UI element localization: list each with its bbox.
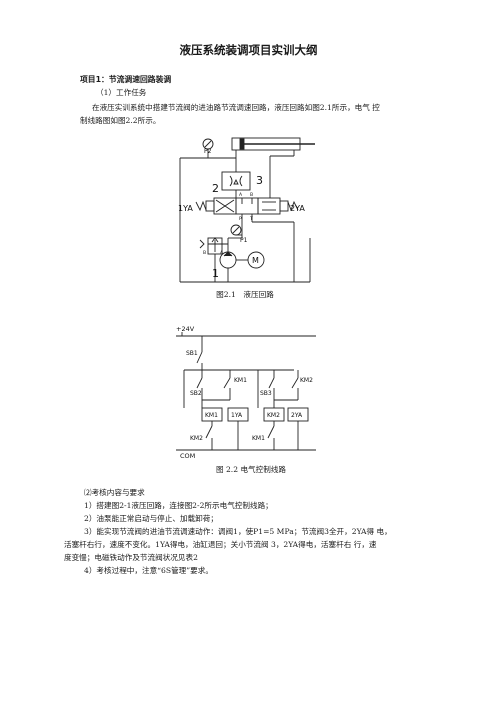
label-coil-2ya: 2YA (291, 412, 303, 419)
sb2-switch (196, 377, 203, 389)
label-p1: P1 (240, 237, 248, 244)
label-relief-b: B (203, 250, 206, 256)
assessment-item-3-line3: 度变慢；电磁铁动作及节流阀状况见表2 (64, 553, 198, 562)
dir-valve-right-position (257, 197, 281, 215)
label-solenoid-1ya: 1YA (178, 204, 193, 213)
section-heading: 项目1：节流调速回路装调 (80, 75, 172, 84)
label-coil-km1: KM1 (205, 412, 218, 419)
assessment-item-4: 4）考核过程中，注意“6S管理”要求。 (84, 566, 213, 575)
label-pump-1: 1 (212, 267, 219, 280)
task-paragraph-line1: 在液压实训系统中搭建节流阀的进油路节流调速回路，液压回路如图2.1所示，电气 控 (92, 103, 380, 112)
label-relief-a: A (220, 250, 224, 256)
label-port-b: B (250, 192, 253, 198)
km2-nc-contact (205, 425, 213, 439)
label-sb1: SB1 (186, 350, 198, 357)
hydraulic-circuit-diagram: P2 2 3 1YA 2YA A B P T P1 B A 1 M (178, 137, 315, 283)
label-port-a: A (239, 192, 243, 198)
label-sb2: SB2 (190, 390, 202, 397)
label-solenoid-2ya: 2YA (290, 204, 305, 213)
solenoid-1ya (205, 200, 215, 212)
label-valve-2: 2 (212, 182, 219, 195)
cylinder-piston (239, 138, 245, 150)
label-km2-nc: KM2 (190, 435, 203, 442)
label-km1-contact: KM1 (234, 377, 247, 384)
label-port-t: T (249, 216, 253, 222)
figure-2-2-caption: 图 2.2 电气控制线路 (215, 465, 287, 474)
assessment-item-3-line1: 3）能实现节流阀的进油节流调速动作：调阀1，使P1=5 MPa；节流阀3全开，2… (84, 527, 392, 536)
label-km2-contact: KM2 (300, 377, 313, 384)
km1-contact (223, 377, 231, 389)
assessment-item-3-line2: 活塞杆右行，速度不变化。1YA得电，油缸退回；关小节流阀 3，2YA得电，活塞杆… (64, 540, 377, 549)
sb1-switch (196, 351, 203, 364)
assessment-item-2: 2）油泵能正常启动与停止、加载卸荷； (84, 514, 218, 523)
km2-contact (291, 377, 299, 389)
label-p2: P2 (204, 148, 212, 155)
km1-nc-contact (267, 425, 275, 439)
task-paragraph-line2: 制线路图如图2.2所示。 (80, 116, 161, 125)
solenoid-2ya (279, 200, 289, 212)
document-title: 液压系统装调项目实训大纲 (179, 43, 318, 57)
sb3-switch (268, 377, 275, 389)
label-supply: +24V (176, 325, 195, 333)
assessment-item-1: 1）搭建图2-1液压回路，连接图2-2所示电气控制线路； (84, 501, 273, 510)
label-motor: M (252, 256, 259, 265)
figure-2-1-caption: 图2.1 液压回路 (216, 290, 274, 299)
label-port-p: P (239, 216, 242, 222)
label-valve-3: 3 (256, 174, 263, 187)
label-coil-1ya: 1YA (231, 412, 243, 419)
electric-control-diagram: +24V SB1 SB2 KM1 SB3 KM2 KM1 1YA KM2 2YA… (176, 325, 316, 460)
assessment-heading: ⑵考核内容与要求 (84, 488, 145, 497)
dir-valve-center-position (235, 197, 259, 215)
label-sb3: SB3 (260, 390, 272, 397)
task-heading: （1）工作任务 (96, 88, 147, 97)
label-com: COM (180, 452, 195, 460)
label-km1-nc: KM1 (252, 435, 265, 442)
electric-motor (247, 251, 265, 269)
label-coil-km2: KM2 (267, 412, 280, 419)
